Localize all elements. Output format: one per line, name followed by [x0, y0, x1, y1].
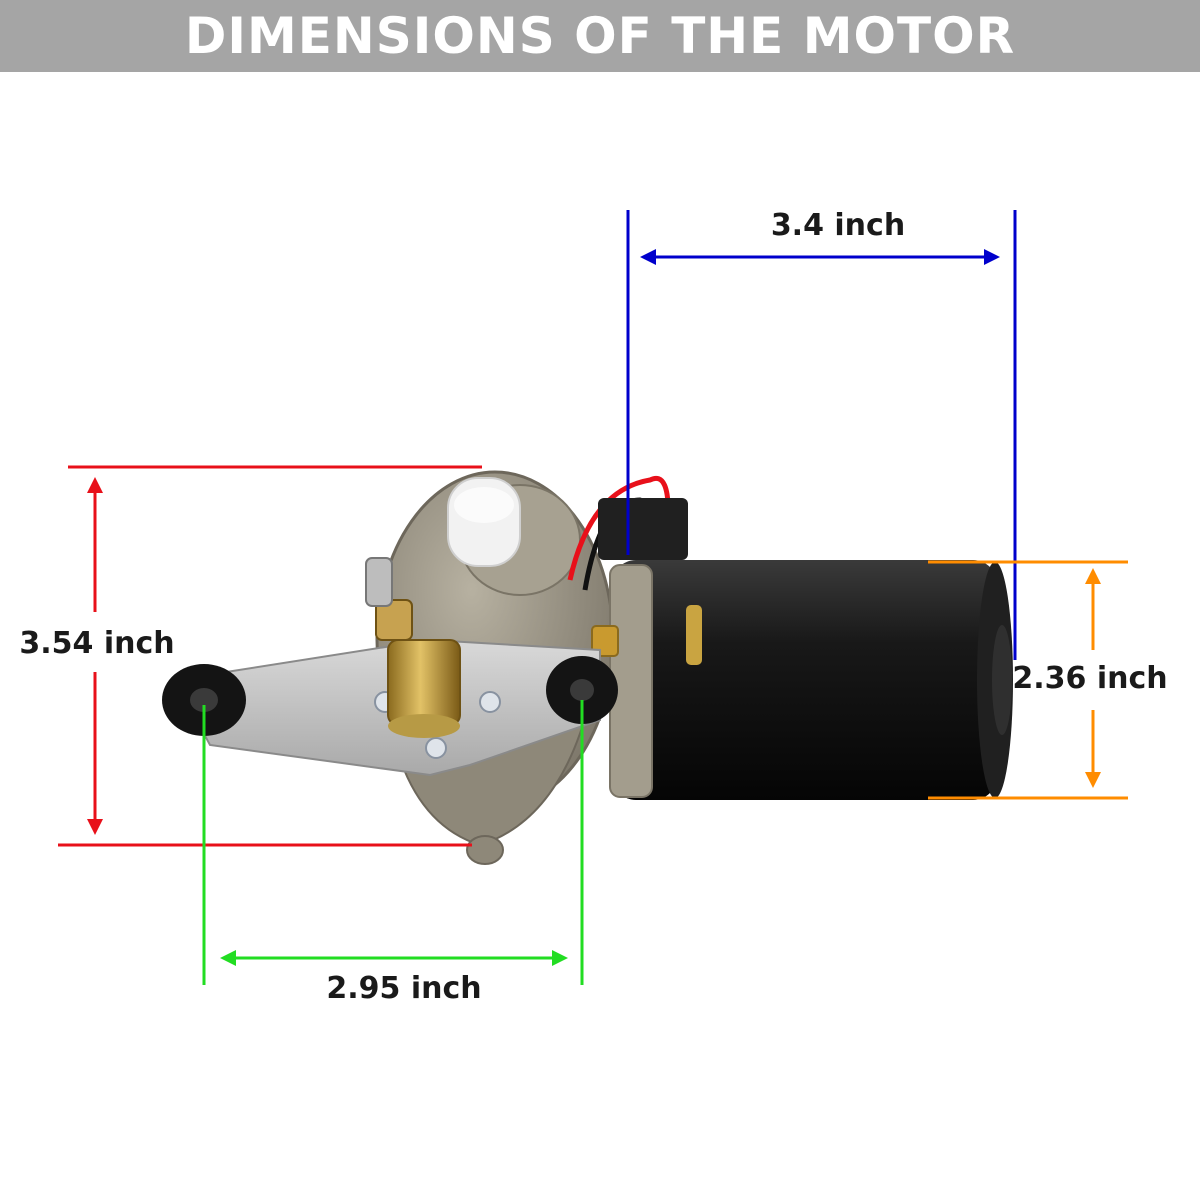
motor-illustration	[162, 470, 1013, 865]
dimension-motor-diameter: 2.36 inch	[928, 560, 1168, 800]
title-banner: DIMENSIONS OF THE MOTOR	[0, 0, 1200, 72]
motor-body	[609, 560, 1013, 800]
gear-cap	[447, 477, 521, 567]
mount-spacing-label: 2.95 inch	[326, 971, 481, 1006]
terminal-nut	[591, 625, 619, 657]
output-shaft	[365, 557, 461, 738]
gearbox-height-label: 3.54 inch	[19, 626, 174, 661]
motor-wires	[567, 475, 688, 591]
dimension-motor-length: 3.4 inch	[626, 208, 1017, 660]
motor-length-label: 3.4 inch	[771, 208, 905, 243]
dimension-mount-spacing: 2.95 inch	[202, 700, 584, 1006]
dimension-gearbox-height: 3.54 inch	[19, 465, 482, 847]
left-grommet	[162, 664, 246, 736]
motor-diameter-label: 2.36 inch	[1012, 661, 1167, 696]
page-title: DIMENSIONS OF THE MOTOR	[184, 7, 1016, 65]
right-grommet	[546, 656, 618, 724]
